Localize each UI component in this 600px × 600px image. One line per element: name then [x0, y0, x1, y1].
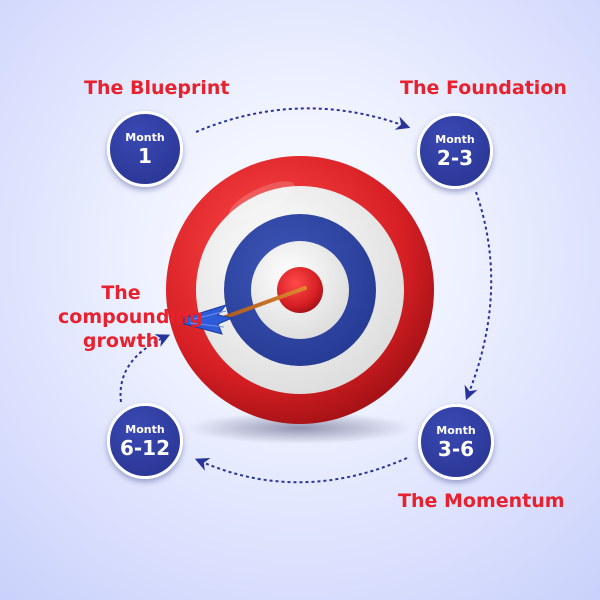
month-badge-value: 6-12: [119, 435, 171, 460]
phase-title-compounding-growth: The compounding growth: [58, 282, 204, 352]
month-badge-value: 1: [138, 143, 152, 168]
month-badge-value: 3-6: [437, 436, 475, 461]
arrow-momentum-to-growth: [194, 457, 408, 484]
month-badge-label: Month: [435, 132, 475, 146]
arrow-blueprint-to-foundation: [195, 107, 411, 133]
arrow-dart-icon: [183, 286, 307, 335]
month-badge-label: Month: [125, 422, 165, 436]
month-badge-1: Month 1: [107, 111, 183, 187]
month-badge-3-6: Month 3-6: [418, 404, 494, 480]
month-badge-6-12: Month 6-12: [107, 403, 183, 479]
phase-title-momentum: The Momentum: [398, 490, 565, 512]
phase-title-blueprint: The Blueprint: [84, 77, 230, 99]
arrow-foundation-to-momentum: [464, 191, 493, 401]
month-badge-value: 2-3: [436, 145, 474, 170]
month-badge-2-3: Month 2-3: [417, 113, 493, 189]
target-shadow: [188, 412, 412, 444]
dashed-arrow-icon: [119, 107, 493, 484]
month-badge-label: Month: [125, 130, 165, 144]
arrow-growth-to-compounding: [119, 334, 171, 403]
month-badge-label: Month: [436, 423, 476, 437]
phase-title-foundation: The Foundation: [400, 77, 567, 99]
